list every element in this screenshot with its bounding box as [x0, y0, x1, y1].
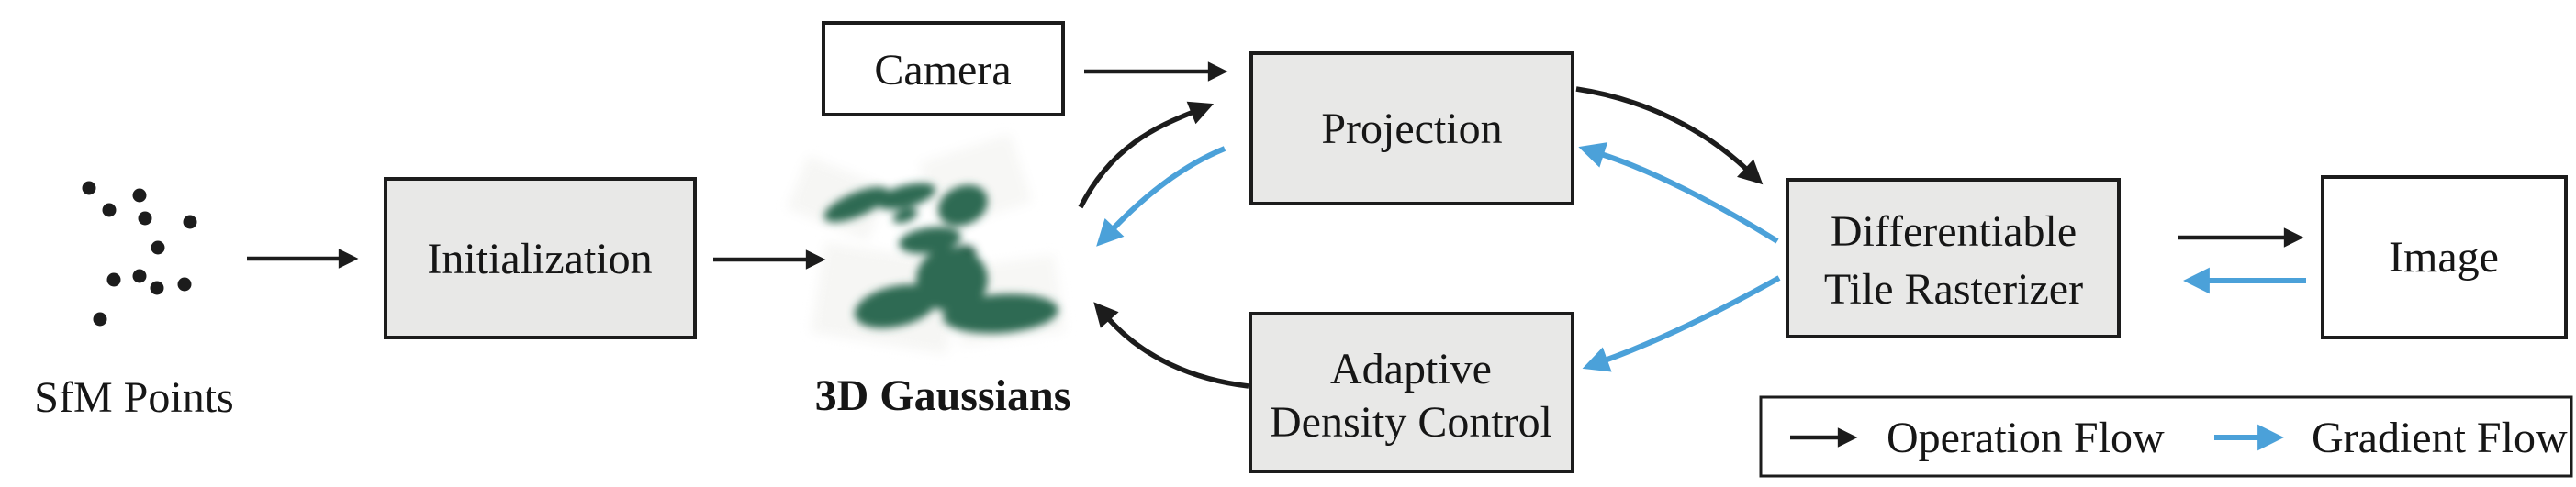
differentiable-tile-rasterizer-node: Differentiable Tile Rasterizer — [1786, 178, 2121, 338]
sfm-point — [177, 277, 192, 292]
initialization-label: Initialization — [427, 235, 652, 283]
initialization-box — [384, 177, 697, 339]
sfm-point-cloud — [82, 181, 197, 327]
projection-node: Projection — [1249, 51, 1574, 205]
arrow-projection-to-rasterizer — [1575, 86, 1764, 185]
initialization-node: Initialization — [384, 177, 697, 339]
sfm-point — [106, 272, 121, 287]
legend: Operation Flow Gradient Flow — [1759, 395, 2573, 478]
operation-flow-label: Operation Flow — [1887, 414, 2165, 462]
sfm-point — [151, 240, 165, 255]
differentiable-tile-rasterizer-box — [1786, 178, 2121, 338]
sfm-points-label: SfM Points — [34, 373, 233, 422]
sfm-point — [132, 269, 147, 283]
adaptive-density-control-node: Adaptive Density Control — [1249, 312, 1574, 473]
sfm-point — [183, 215, 197, 229]
arrow-gaussians-to-projection — [1078, 101, 1215, 209]
differentiable-tile-rasterizer-line2: Tile Rasterizer — [1824, 265, 2083, 314]
camera-node: Camera — [822, 21, 1065, 116]
differentiable-tile-rasterizer-line1: Differentiable — [1831, 207, 2077, 256]
image-box — [2321, 175, 2568, 339]
image-node: Image — [2321, 175, 2568, 339]
adaptive-density-control-line1: Adaptive — [1330, 345, 1492, 393]
sfm-point — [82, 181, 96, 195]
gaussians-label: 3D Gaussians — [815, 371, 1071, 420]
arrow-density-control-to-gaussians — [1093, 302, 1249, 389]
projection-label: Projection — [1321, 105, 1502, 153]
sfm-point — [102, 203, 117, 217]
arrow-rasterizer-to-density-control-gradient — [1582, 275, 1781, 372]
projection-box — [1249, 51, 1574, 205]
camera-box — [822, 21, 1065, 116]
legend-box — [1759, 395, 2573, 478]
gaussian-splat-bunny — [823, 183, 1058, 334]
adaptive-density-control-line2: Density Control — [1270, 398, 1552, 447]
sfm-point — [138, 211, 152, 226]
image-label: Image — [2389, 233, 2499, 282]
arrow-projection-to-gaussians-gradient — [1096, 146, 1226, 247]
arrow-rasterizer-to-projection-gradient — [1578, 142, 1779, 244]
adaptive-density-control-box — [1249, 312, 1574, 473]
camera-label: Camera — [874, 46, 1011, 94]
gradient-flow-label: Gradient Flow — [2312, 414, 2568, 462]
sfm-point — [93, 312, 107, 327]
sfm-point — [132, 188, 147, 203]
sfm-point — [150, 281, 164, 295]
